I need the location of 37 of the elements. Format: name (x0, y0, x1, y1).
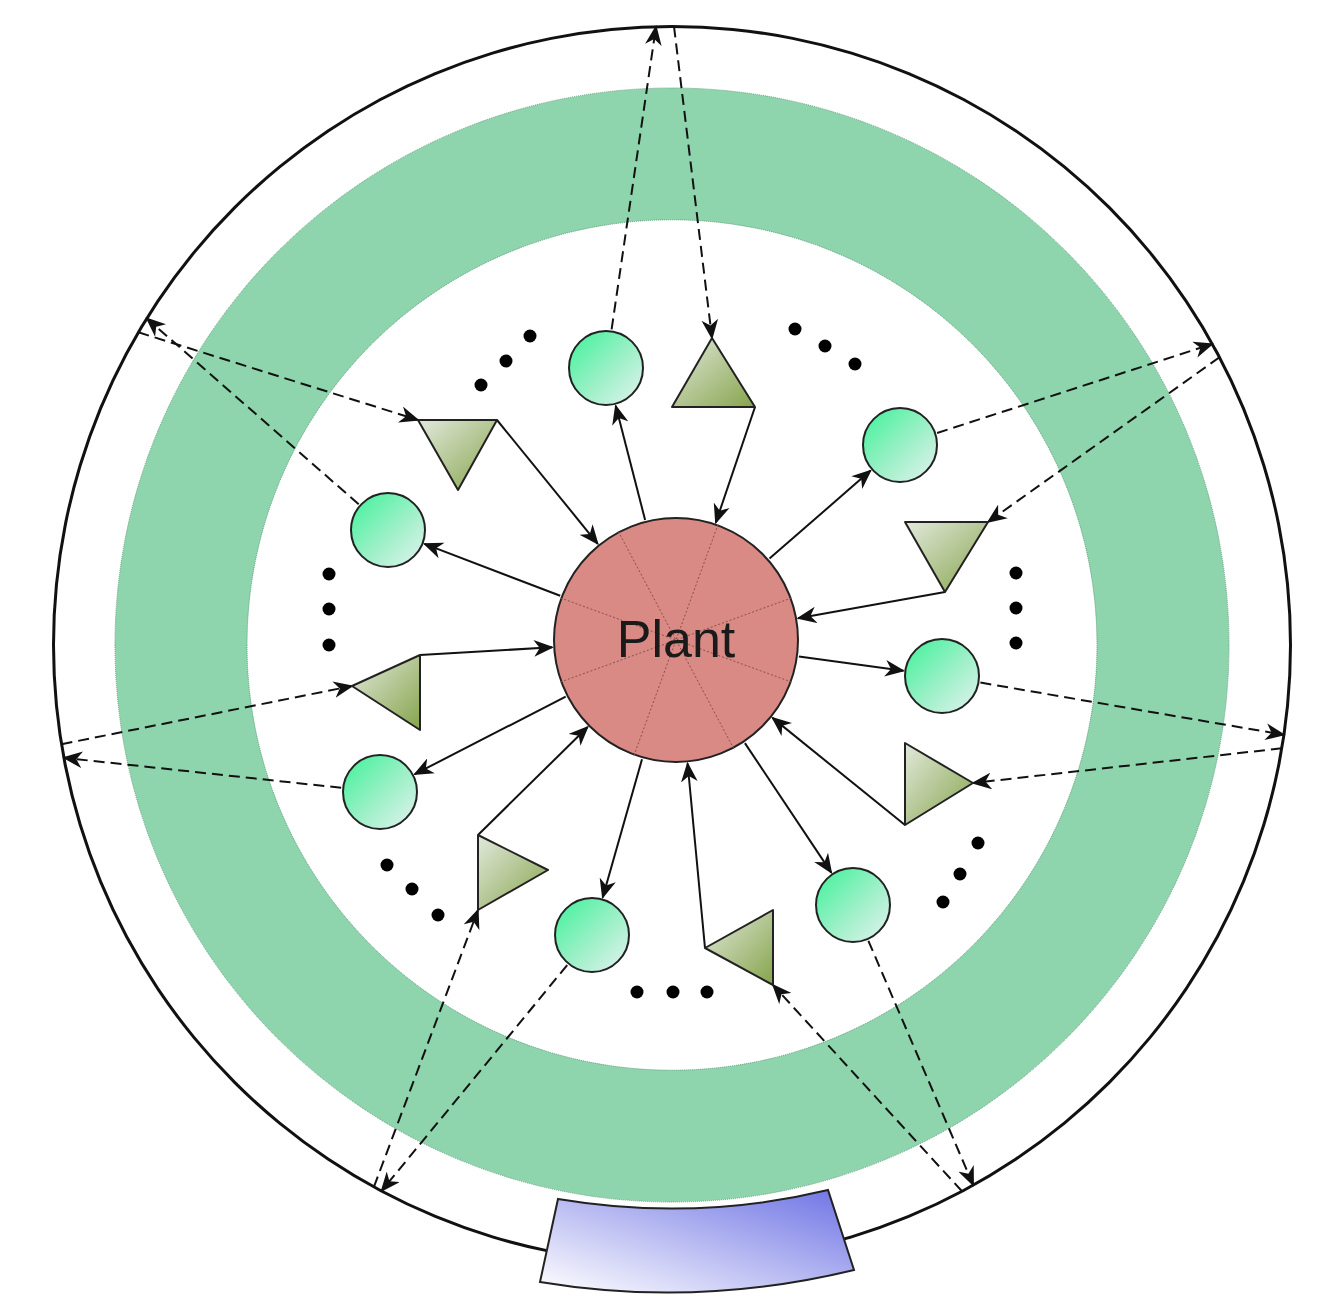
dashed-arrow (771, 983, 963, 1193)
node-label: Plant (616, 611, 736, 669)
dashed-arrow (145, 317, 360, 506)
dashed-arrow (673, 25, 719, 340)
dashed-arrow (971, 747, 1283, 790)
dashed-arrow (867, 939, 975, 1187)
arrow (713, 406, 756, 525)
dashed-arrow (610, 25, 662, 331)
arrow (422, 542, 562, 597)
dashed-arrow (936, 341, 1214, 434)
arrow (419, 640, 554, 657)
dashed-arrow (380, 964, 569, 1193)
dashed-arrow (60, 681, 354, 746)
triangle-node (905, 743, 973, 825)
dashed-arrow (62, 751, 343, 789)
arrow (768, 469, 872, 560)
triangle-node (905, 522, 988, 592)
dashed-arrow (979, 681, 1286, 740)
arrow (771, 716, 906, 826)
arrow (599, 758, 643, 900)
dashed-arrow (372, 908, 480, 1188)
arrow (681, 761, 706, 949)
dashed-arrow (137, 331, 420, 423)
arrow (477, 725, 589, 836)
triangle-node (672, 338, 755, 407)
arrow (612, 404, 647, 521)
arrow (413, 695, 567, 776)
triangle-node (418, 420, 497, 490)
arrow (496, 419, 599, 546)
dashed-arrow (986, 356, 1221, 523)
triangle-node (478, 835, 548, 910)
arrow (796, 591, 946, 624)
arrow (743, 742, 833, 874)
triangle-node (705, 910, 773, 985)
triangle-node (352, 655, 420, 730)
arrow (797, 655, 906, 677)
base-block (540, 1189, 856, 1295)
